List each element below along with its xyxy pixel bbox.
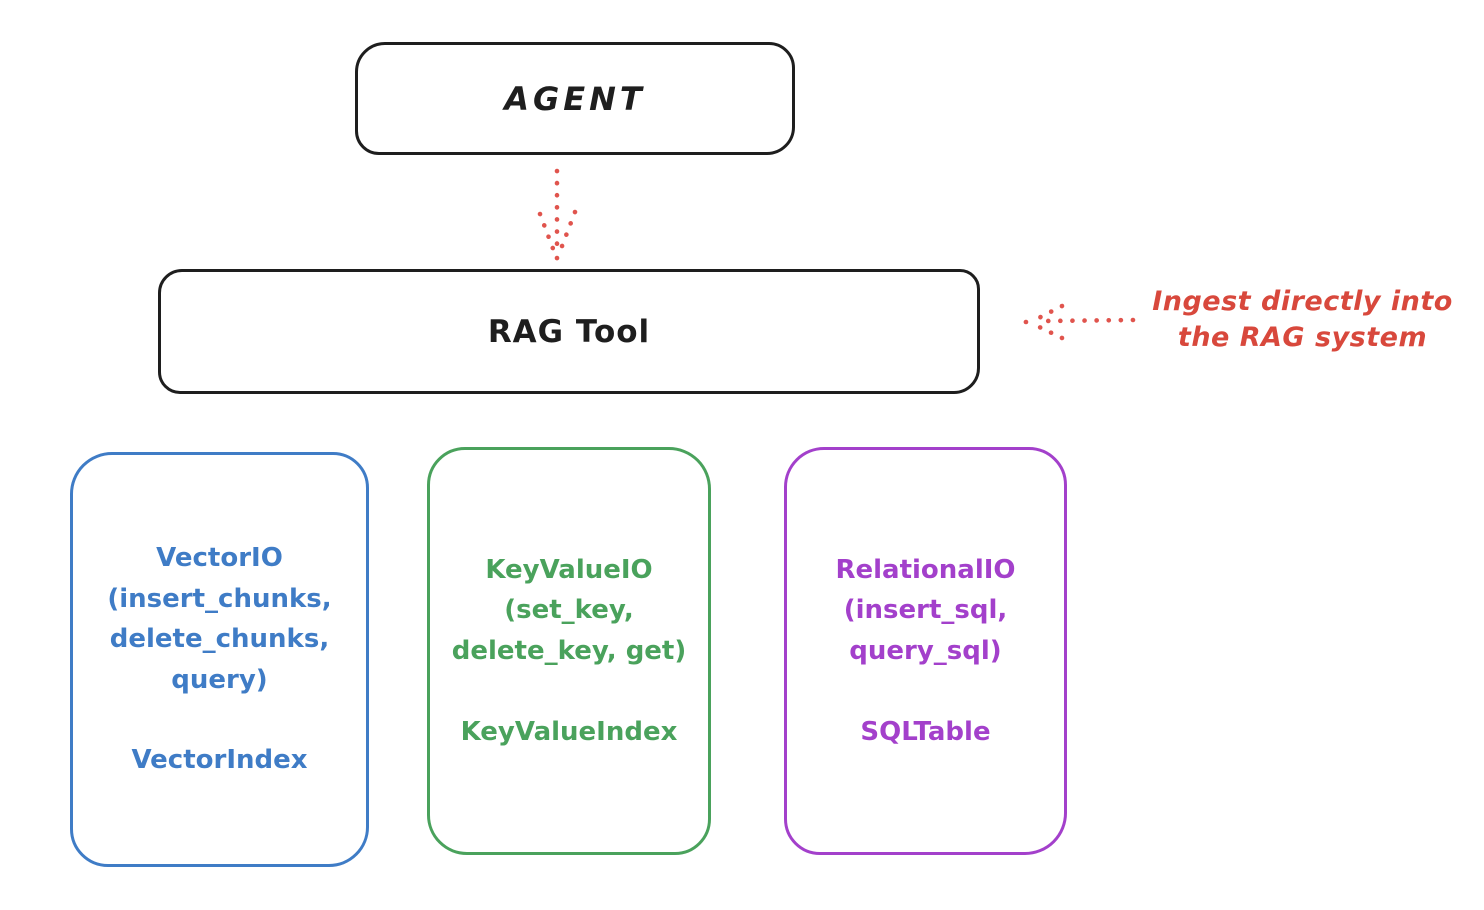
card-relational-io: RelationalIO (insert_sql, query_sql) SQL…: [784, 447, 1067, 855]
vector-io-methods: VectorIO (insert_chunks, delete_chunks, …: [107, 543, 332, 695]
agent-to-rag-arrow: [537, 168, 578, 261]
relational-io-methods: RelationalIO (insert_sql, query_sql): [835, 554, 1016, 666]
card-vector-io: VectorIO (insert_chunks, delete_chunks, …: [70, 452, 369, 867]
rag-tool-label: RAG Tool: [487, 313, 651, 350]
relational-io-index: SQLTable: [860, 716, 991, 747]
ingest-annotation-text: Ingest directly into the RAG system: [1152, 286, 1453, 354]
vector-io-index: VectorIndex: [131, 745, 308, 776]
keyvalue-io-methods: KeyValueIO (set_key, delete_key, get): [451, 554, 687, 666]
card-keyvalue-io: KeyValueIO (set_key, delete_key, get) Ke…: [427, 447, 711, 855]
agent-node: AGENT: [355, 42, 795, 155]
rag-tool-node: RAG Tool: [158, 269, 980, 394]
agent-label: AGENT: [504, 79, 646, 118]
keyvalue-io-index: KeyValueIndex: [460, 716, 678, 747]
ingest-to-rag-arrow: [1023, 303, 1136, 341]
